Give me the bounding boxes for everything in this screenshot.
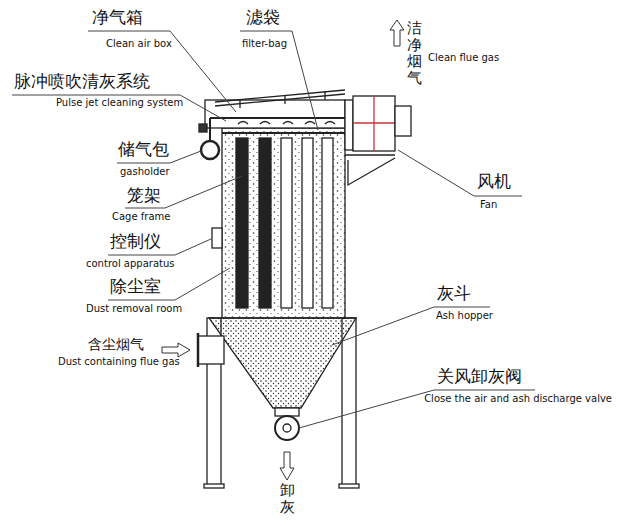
- fan-housing: [353, 96, 395, 151]
- nozzle-jets: [238, 122, 335, 125]
- filter-bag: [322, 138, 333, 308]
- bolt: [324, 91, 325, 100]
- tube-sheet: [222, 132, 345, 134]
- leader-line: [108, 268, 230, 300]
- filter-bag: [281, 138, 292, 308]
- part-label: 净气箱: [92, 8, 143, 28]
- part-label-english: Ash hopper: [436, 310, 493, 322]
- cage-frame: [259, 138, 271, 308]
- part-label: 洁净烟气: [407, 20, 422, 86]
- discharge-arrow: [280, 452, 294, 480]
- leader-line: [240, 31, 318, 130]
- fan-duct: [345, 100, 353, 150]
- inlet-duct: [198, 336, 224, 364]
- inlet-flange: [197, 333, 200, 367]
- inlet-arrow: [162, 343, 190, 357]
- part-label: 脉冲喷吹清灰系统: [14, 72, 150, 92]
- leader-line: [398, 150, 522, 196]
- control-box: [212, 228, 222, 248]
- part-label-english: Cage frame: [112, 211, 170, 223]
- bolt: [284, 95, 285, 104]
- part-label-english: gasholder: [120, 166, 170, 178]
- leader-lines: [12, 31, 535, 428]
- pulse-valve: [199, 124, 207, 132]
- part-label-english: Fan: [480, 199, 497, 211]
- ash-hopper: [209, 318, 356, 408]
- part-label: 风机: [477, 172, 511, 192]
- part-label-english: control apparatus: [86, 258, 175, 270]
- part-label-english: Pulse jet cleaning system: [56, 97, 183, 109]
- fan-axis: [353, 122, 395, 123]
- part-label: 笼架: [127, 186, 161, 206]
- part-label: 储气包: [118, 140, 169, 160]
- valve-hub: [283, 424, 291, 432]
- part-label: 除尘室: [110, 277, 161, 297]
- part-label: 控制仪: [110, 232, 161, 252]
- fan-motor: [395, 106, 411, 136]
- leg-foot: [339, 484, 359, 488]
- dust-removal-room: [222, 128, 345, 318]
- part-label: 含尘烟气: [88, 336, 144, 352]
- leader-line: [12, 95, 226, 121]
- part-label: 滤袋: [246, 8, 280, 28]
- blow-pipe: [210, 117, 345, 119]
- part-label-english: Clean flue gas: [428, 52, 499, 64]
- part-label: 关风卸灰阀: [437, 367, 522, 387]
- part-label-english: Clean air box: [106, 38, 172, 50]
- flow-arrows: [162, 20, 404, 480]
- part-label-english: filter-bag: [242, 38, 287, 50]
- discharge-valve: [275, 416, 299, 440]
- support-leg: [342, 318, 356, 486]
- part-label-english: Dust removal room: [86, 303, 182, 315]
- fan-bracket: [345, 155, 395, 185]
- housing: [198, 90, 411, 488]
- clean-gas-arrow: [390, 20, 404, 46]
- bolt: [239, 99, 240, 108]
- leg-foot: [204, 484, 224, 488]
- gasholder: [201, 141, 219, 159]
- part-label: 卸灰: [280, 482, 295, 515]
- cage-frame: [236, 138, 248, 308]
- leader-line: [125, 176, 242, 208]
- part-label: 灰斗: [437, 284, 471, 304]
- valve-flange: [275, 408, 299, 416]
- clean-air-box: [205, 100, 345, 128]
- part-label-english: Dust containing flue gas: [58, 356, 180, 368]
- part-label-english: Close the air and ash discharge valve: [424, 393, 612, 405]
- filter-bag: [302, 138, 313, 308]
- air-pipe: [209, 118, 211, 141]
